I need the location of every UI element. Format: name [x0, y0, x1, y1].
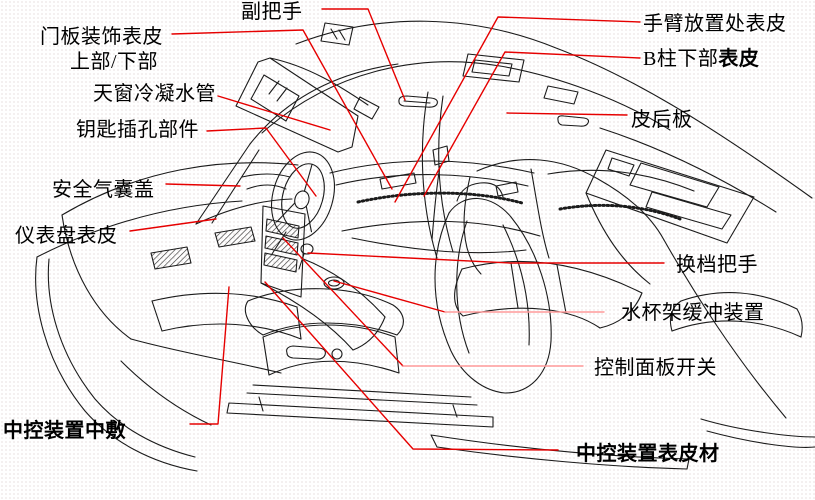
label-door-panel-trim: 门板装饰表皮 上部/下部 — [40, 26, 163, 73]
label-armrest-skin: 手臂放置处表皮 — [643, 13, 787, 35]
label-shift-handle: 换档把手 — [676, 254, 758, 276]
label-rear-panel: 皮后板 — [631, 109, 693, 131]
label-b-pillar-lower: B柱下部表皮 — [643, 48, 759, 70]
label-b-pillar-lower-bold: 表皮 — [718, 48, 760, 70]
label-cupholder-damper: 水杯架缓冲装置 — [621, 302, 765, 324]
label-aux-grab-handle: 副把手 — [241, 1, 303, 23]
leader-armrest-skin — [394, 16, 641, 203]
leader-instrument-panel — [129, 218, 217, 232]
leader-key-cylinder — [206, 127, 317, 197]
leader-aux-grab-handle — [321, 8, 406, 101]
leader-console-pad — [189, 286, 230, 425]
leader-rear-panel — [506, 112, 628, 116]
label-key-cylinder: 钥匙插孔部件 — [76, 119, 199, 141]
leader-b-pillar-lower — [423, 51, 641, 197]
leader-door-panel-trim — [171, 29, 393, 190]
label-door-panel-trim-line1: 门板装饰表皮 — [40, 26, 163, 48]
label-b-pillar-lower-normal: B柱下部 — [643, 48, 719, 70]
label-center-console-pad: 中控装置中敷 — [3, 420, 126, 442]
leader-sunroof-drain — [217, 95, 331, 131]
label-door-panel-trim-line2: 上部/下部 — [70, 51, 159, 73]
label-sunroof-drain: 天窗冷凝水管 — [93, 83, 216, 105]
label-airbag-cover: 安全气囊盖 — [52, 179, 155, 201]
car-interior-line-art — [35, 20, 815, 472]
label-control-panel-switch: 控制面板开关 — [594, 357, 717, 379]
leader-cupholder-diag — [333, 280, 446, 313]
leader-control-panel-diag — [282, 237, 404, 367]
leader-airbag-cover — [165, 183, 241, 187]
leader-shift-handle — [307, 252, 665, 264]
leader-lines — [129, 8, 665, 451]
label-instrument-panel: 仪表盘表皮 — [15, 225, 118, 247]
leader-console-skin — [264, 281, 559, 451]
label-center-console-skin: 中控装置表皮材 — [576, 443, 720, 465]
